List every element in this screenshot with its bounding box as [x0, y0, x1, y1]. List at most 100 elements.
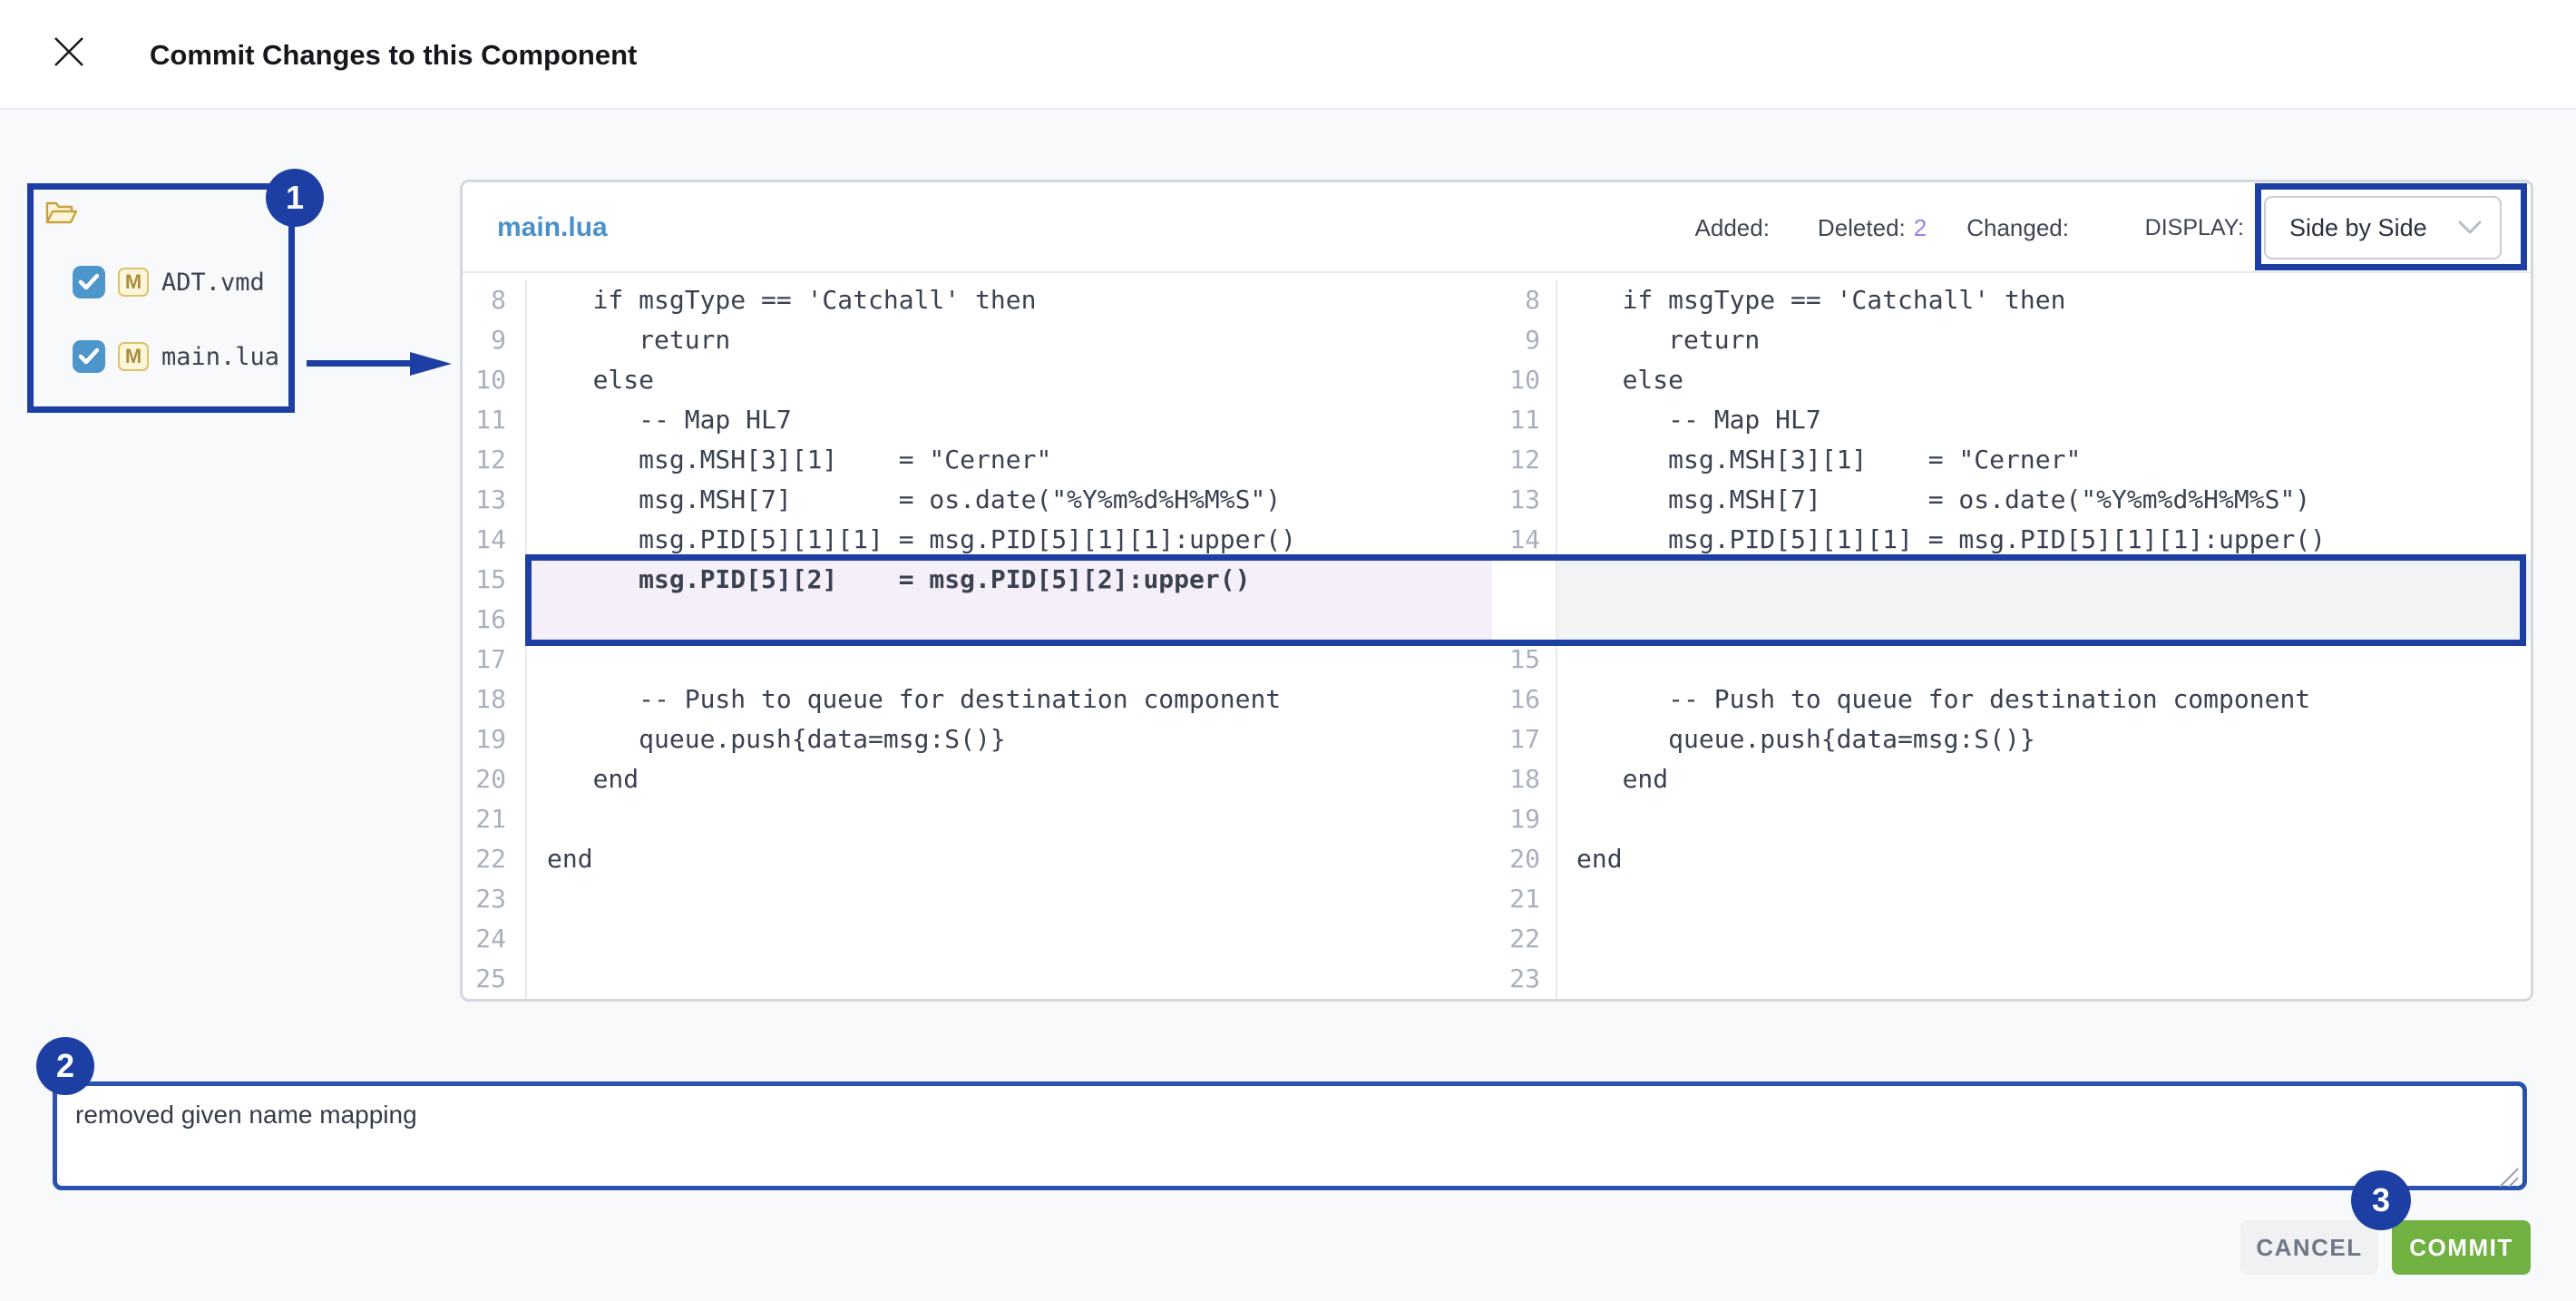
left-line-number: 23	[463, 879, 527, 919]
left-code: msg.MSH[3][1] = "Cerner"	[547, 445, 1052, 474]
right-line-number: 17	[1492, 719, 1557, 759]
diff-row: 16	[463, 600, 2531, 640]
file-checkbox[interactable]	[73, 340, 105, 373]
diff-row: 21 19	[463, 799, 2531, 839]
right-code	[1557, 799, 2531, 839]
right-code	[1557, 640, 2531, 680]
diff-body: 8 if msgType == 'Catchall' then 8 if msgT…	[463, 273, 2531, 999]
display-select-value: Side by Side	[2289, 213, 2427, 241]
diff-row: 9 return 9 return	[463, 320, 2531, 360]
left-line-number: 18	[463, 680, 527, 719]
right-code	[1557, 959, 2531, 999]
right-line-number: 18	[1492, 759, 1557, 799]
left-line-number: 9	[463, 320, 527, 360]
left-code: msg.PID[5][2] = msg.PID[5][2]:upper()	[527, 560, 1492, 600]
right-code	[1557, 560, 2531, 600]
commit-button[interactable]: COMMIT	[2392, 1220, 2531, 1275]
diff-row: 18 -- Push to queue for destination comp…	[463, 680, 2531, 719]
right-line-number: 19	[1492, 799, 1557, 839]
left-code: -- Push to queue for destination compone…	[547, 684, 1282, 714]
diff-row: 12 msg.MSH[3][1] = "Cerner"12 msg.MSH[3]…	[463, 440, 2531, 480]
deleted-stat: Deleted: 2	[1818, 214, 1927, 242]
file-row: M ADT.vmd	[73, 266, 265, 298]
left-line-number: 20	[463, 759, 527, 799]
right-code: end	[1576, 764, 1669, 794]
diff-header: main.lua Added: Deleted: 2 Changed: DISP…	[463, 182, 2531, 273]
diff-row: 15 msg.PID[5][2] = msg.PID[5][2]:upper()	[463, 560, 2531, 600]
left-line-number: 11	[463, 400, 527, 440]
commit-message-input[interactable]: removed given name mapping	[53, 1081, 2527, 1190]
diff-row: 25 23	[463, 959, 2531, 999]
right-code: queue.push{data=msg:S()}	[1576, 724, 2035, 754]
left-code: queue.push{data=msg:S()}	[547, 724, 1006, 754]
page-title: Commit Changes to this Component	[150, 38, 638, 71]
diff-row: 14 msg.PID[5][1][1] = msg.PID[5][1][1]:u…	[463, 520, 2531, 560]
cancel-button[interactable]: CANCEL	[2240, 1220, 2378, 1275]
right-line-number: 16	[1492, 680, 1557, 719]
diff-row: 8 if msgType == 'Catchall' then 8 if msgT…	[463, 280, 2531, 320]
added-label: Added:	[1694, 213, 1770, 241]
right-line-number: 9	[1492, 320, 1557, 360]
arrow-icon	[307, 360, 414, 367]
right-code: msg.MSH[7] = os.date("%Y%m%d%H%M%S")	[1576, 484, 2311, 514]
left-code: -- Map HL7	[547, 405, 792, 435]
left-line-number: 25	[463, 959, 527, 999]
deleted-label: Deleted:	[1817, 213, 1906, 241]
right-code	[1557, 879, 2531, 919]
right-code	[1557, 600, 2531, 640]
file-row: M main.lua	[73, 340, 279, 373]
left-line-number: 12	[463, 440, 527, 480]
left-code: return	[547, 325, 731, 355]
left-line-number: 16	[463, 600, 527, 640]
left-line-number: 15	[463, 560, 527, 600]
right-line-number: 21	[1492, 879, 1557, 919]
left-code: else	[547, 365, 655, 395]
deleted-value: 2	[1913, 213, 1927, 241]
diff-row: 13 msg.MSH[7] = os.date("%Y%m%d%H%M%S")1…	[463, 480, 2531, 520]
left-code	[527, 959, 1492, 999]
right-code: if msgType == 'Catchall' then	[1576, 285, 2066, 315]
diff-filename-tab[interactable]: main.lua	[497, 212, 608, 242]
right-line-number: 20	[1492, 839, 1557, 879]
left-code	[527, 799, 1492, 839]
checkmark-icon	[78, 347, 100, 365]
left-code	[527, 879, 1492, 919]
modified-status-badge: M	[118, 268, 149, 297]
right-line-number: 15	[1492, 640, 1557, 680]
changed-label: Changed:	[1966, 213, 2069, 241]
right-code: end	[1576, 844, 1623, 874]
right-code: return	[1576, 325, 1761, 355]
right-line-number: 23	[1492, 959, 1557, 999]
right-line-number: 10	[1492, 360, 1557, 400]
left-line-number: 22	[463, 839, 527, 879]
right-code	[1557, 919, 2531, 959]
diff-panel: main.lua Added: Deleted: 2 Changed: DISP…	[460, 180, 2533, 1002]
right-code: msg.MSH[3][1] = "Cerner"	[1576, 445, 2082, 474]
left-code: if msgType == 'Catchall' then	[547, 285, 1037, 315]
arrow-head-icon	[410, 352, 452, 376]
right-line-number: 14	[1492, 520, 1557, 560]
left-code: end	[547, 844, 593, 874]
checkmark-icon	[78, 273, 100, 290]
left-line-number: 10	[463, 360, 527, 400]
display-select[interactable]: Side by Side	[2264, 196, 2502, 259]
diff-row: 23 21	[463, 879, 2531, 919]
added-stat: Added:	[1695, 214, 1778, 242]
file-name: ADT.vmd	[161, 268, 265, 297]
right-line-number: 11	[1492, 400, 1557, 440]
chevron-down-icon	[2458, 220, 2482, 234]
right-line-number: 13	[1492, 480, 1557, 520]
left-line-number: 14	[463, 520, 527, 560]
left-line-number: 21	[463, 799, 527, 839]
dialog-header: Commit Changes to this Component	[0, 0, 2576, 110]
right-line-number: 8	[1492, 280, 1557, 320]
file-name: main.lua	[161, 342, 280, 371]
display-label: DISPLAY:	[2144, 214, 2244, 240]
close-icon[interactable]	[50, 33, 88, 71]
left-line-number: 8	[463, 280, 527, 320]
file-checkbox[interactable]	[73, 266, 105, 298]
